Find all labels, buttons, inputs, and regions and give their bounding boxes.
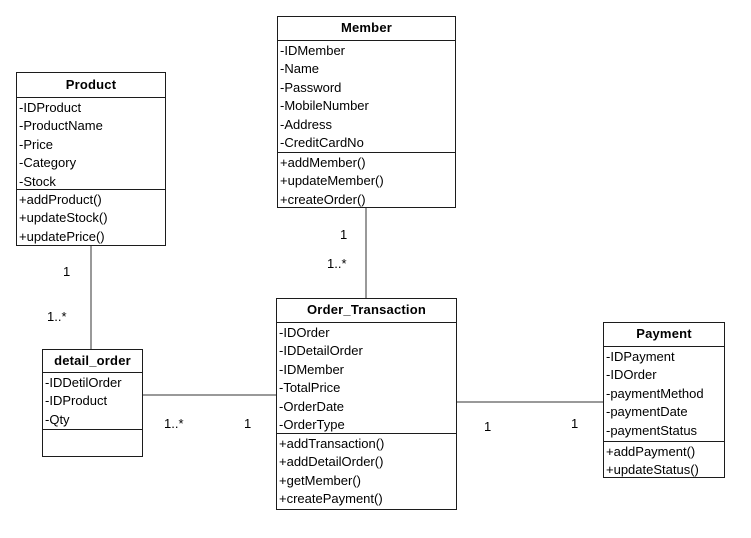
method-row: +addTransaction() <box>279 436 385 451</box>
method-row: +addDetailOrder() <box>279 454 384 470</box>
attribute-row: -Address <box>280 116 333 132</box>
class-product-title: Product <box>17 73 165 98</box>
class-detail-order-title: detail_order <box>43 350 142 373</box>
method-row: +updatePrice() <box>19 228 105 244</box>
class-detail-order-attributes: -IDDetilOrder -IDProduct -Qty <box>43 373 142 430</box>
class-payment-methods: +addPayment() +updateStatus() <box>604 442 724 477</box>
method-row: +updateMember() <box>280 173 384 189</box>
attribute-row: -Name <box>280 61 320 77</box>
class-payment[interactable]: Payment -IDPayment -IDOrder -paymentMeth… <box>603 322 725 478</box>
attribute-row: -IDMember <box>279 361 345 377</box>
method-row: +updateStock() <box>19 210 108 226</box>
class-order-transaction-methods: +addTransaction() +addDetailOrder() +get… <box>277 434 456 509</box>
attribute-row: -paymentMethod <box>606 385 704 401</box>
attribute-row: -IDDetailOrder <box>279 343 363 359</box>
attribute-row: -Price <box>19 136 53 152</box>
method-row: +createOrder() <box>280 191 366 207</box>
attribute-row: -ProductName <box>19 118 103 134</box>
attribute-row: -IDPayment <box>606 349 675 364</box>
method-row: +updateStatus() <box>606 462 699 477</box>
method-row: +getMember() <box>279 472 361 488</box>
multiplicity-ordertransaction-top-end: 1..* <box>326 256 348 271</box>
class-order-transaction[interactable]: Order_Transaction -IDOrder -IDDetailOrde… <box>276 298 457 510</box>
attribute-row: -IDMember <box>280 43 346 58</box>
multiplicity-member-end: 1 <box>339 227 349 242</box>
class-order-transaction-title: Order_Transaction <box>277 299 456 323</box>
class-member-methods: +addMember() +updateMember() +createOrde… <box>278 153 455 207</box>
attribute-row: -Stock <box>19 173 56 189</box>
association-line-ordertransaction-payment[interactable] <box>457 401 603 403</box>
attribute-row: -Qty <box>45 411 70 427</box>
class-payment-attributes: -IDPayment -IDOrder -paymentMethod -paym… <box>604 347 724 442</box>
method-row: +addPayment() <box>606 444 696 459</box>
attribute-row: -OrderType <box>279 417 345 433</box>
attribute-row: -OrderDate <box>279 398 345 414</box>
multiplicity-payment-end: 1 <box>570 416 580 431</box>
association-line-member-ordertransaction[interactable] <box>365 208 367 298</box>
attribute-row: -IDOrder <box>606 367 657 383</box>
multiplicity-detailorder-end: 1..* <box>46 309 68 324</box>
attribute-row: -CreditCardNo <box>280 135 364 151</box>
class-detail-order[interactable]: detail_order -IDDetilOrder -IDProduct -Q… <box>42 349 143 457</box>
association-line-detailorder-ordertransaction[interactable] <box>143 394 276 396</box>
class-product-methods: +addProduct() +updateStock() +updatePric… <box>17 190 165 245</box>
class-member-title: Member <box>278 17 455 41</box>
multiplicity-ordertransaction-right-end: 1 <box>483 419 493 434</box>
method-row: +addMember() <box>280 155 366 170</box>
attribute-row: -paymentStatus <box>606 422 698 438</box>
attribute-row: -Password <box>280 79 342 95</box>
attribute-row: -MobileNumber <box>280 98 369 114</box>
class-member-attributes: -IDMember -Name -Password -MobileNumber … <box>278 41 455 153</box>
class-order-transaction-attributes: -IDOrder -IDDetailOrder -IDMember -Total… <box>277 323 456 434</box>
attribute-row: -paymentDate <box>606 404 688 420</box>
multiplicity-detailorder-right-end: 1..* <box>163 416 185 431</box>
multiplicity-ordertransaction-left-end: 1 <box>243 416 253 431</box>
class-product-attributes: -IDProduct -ProductName -Price -Category… <box>17 98 165 190</box>
association-line-product-detailorder[interactable] <box>90 246 92 349</box>
attribute-row: -IDProduct <box>19 100 82 115</box>
method-row: +addProduct() <box>19 192 102 207</box>
attribute-row: -IDDetilOrder <box>45 375 122 390</box>
attribute-row: -IDOrder <box>279 325 330 340</box>
class-payment-title: Payment <box>604 323 724 347</box>
attribute-row: -TotalPrice <box>279 380 341 396</box>
class-product[interactable]: Product -IDProduct -ProductName -Price -… <box>16 72 166 246</box>
method-row: +createPayment() <box>279 491 383 507</box>
class-member[interactable]: Member -IDMember -Name -Password -Mobile… <box>277 16 456 208</box>
class-detail-order-methods <box>43 430 142 456</box>
attribute-row: -IDProduct <box>45 393 108 409</box>
attribute-row: -Category <box>19 155 77 171</box>
multiplicity-product-end: 1 <box>62 264 72 279</box>
